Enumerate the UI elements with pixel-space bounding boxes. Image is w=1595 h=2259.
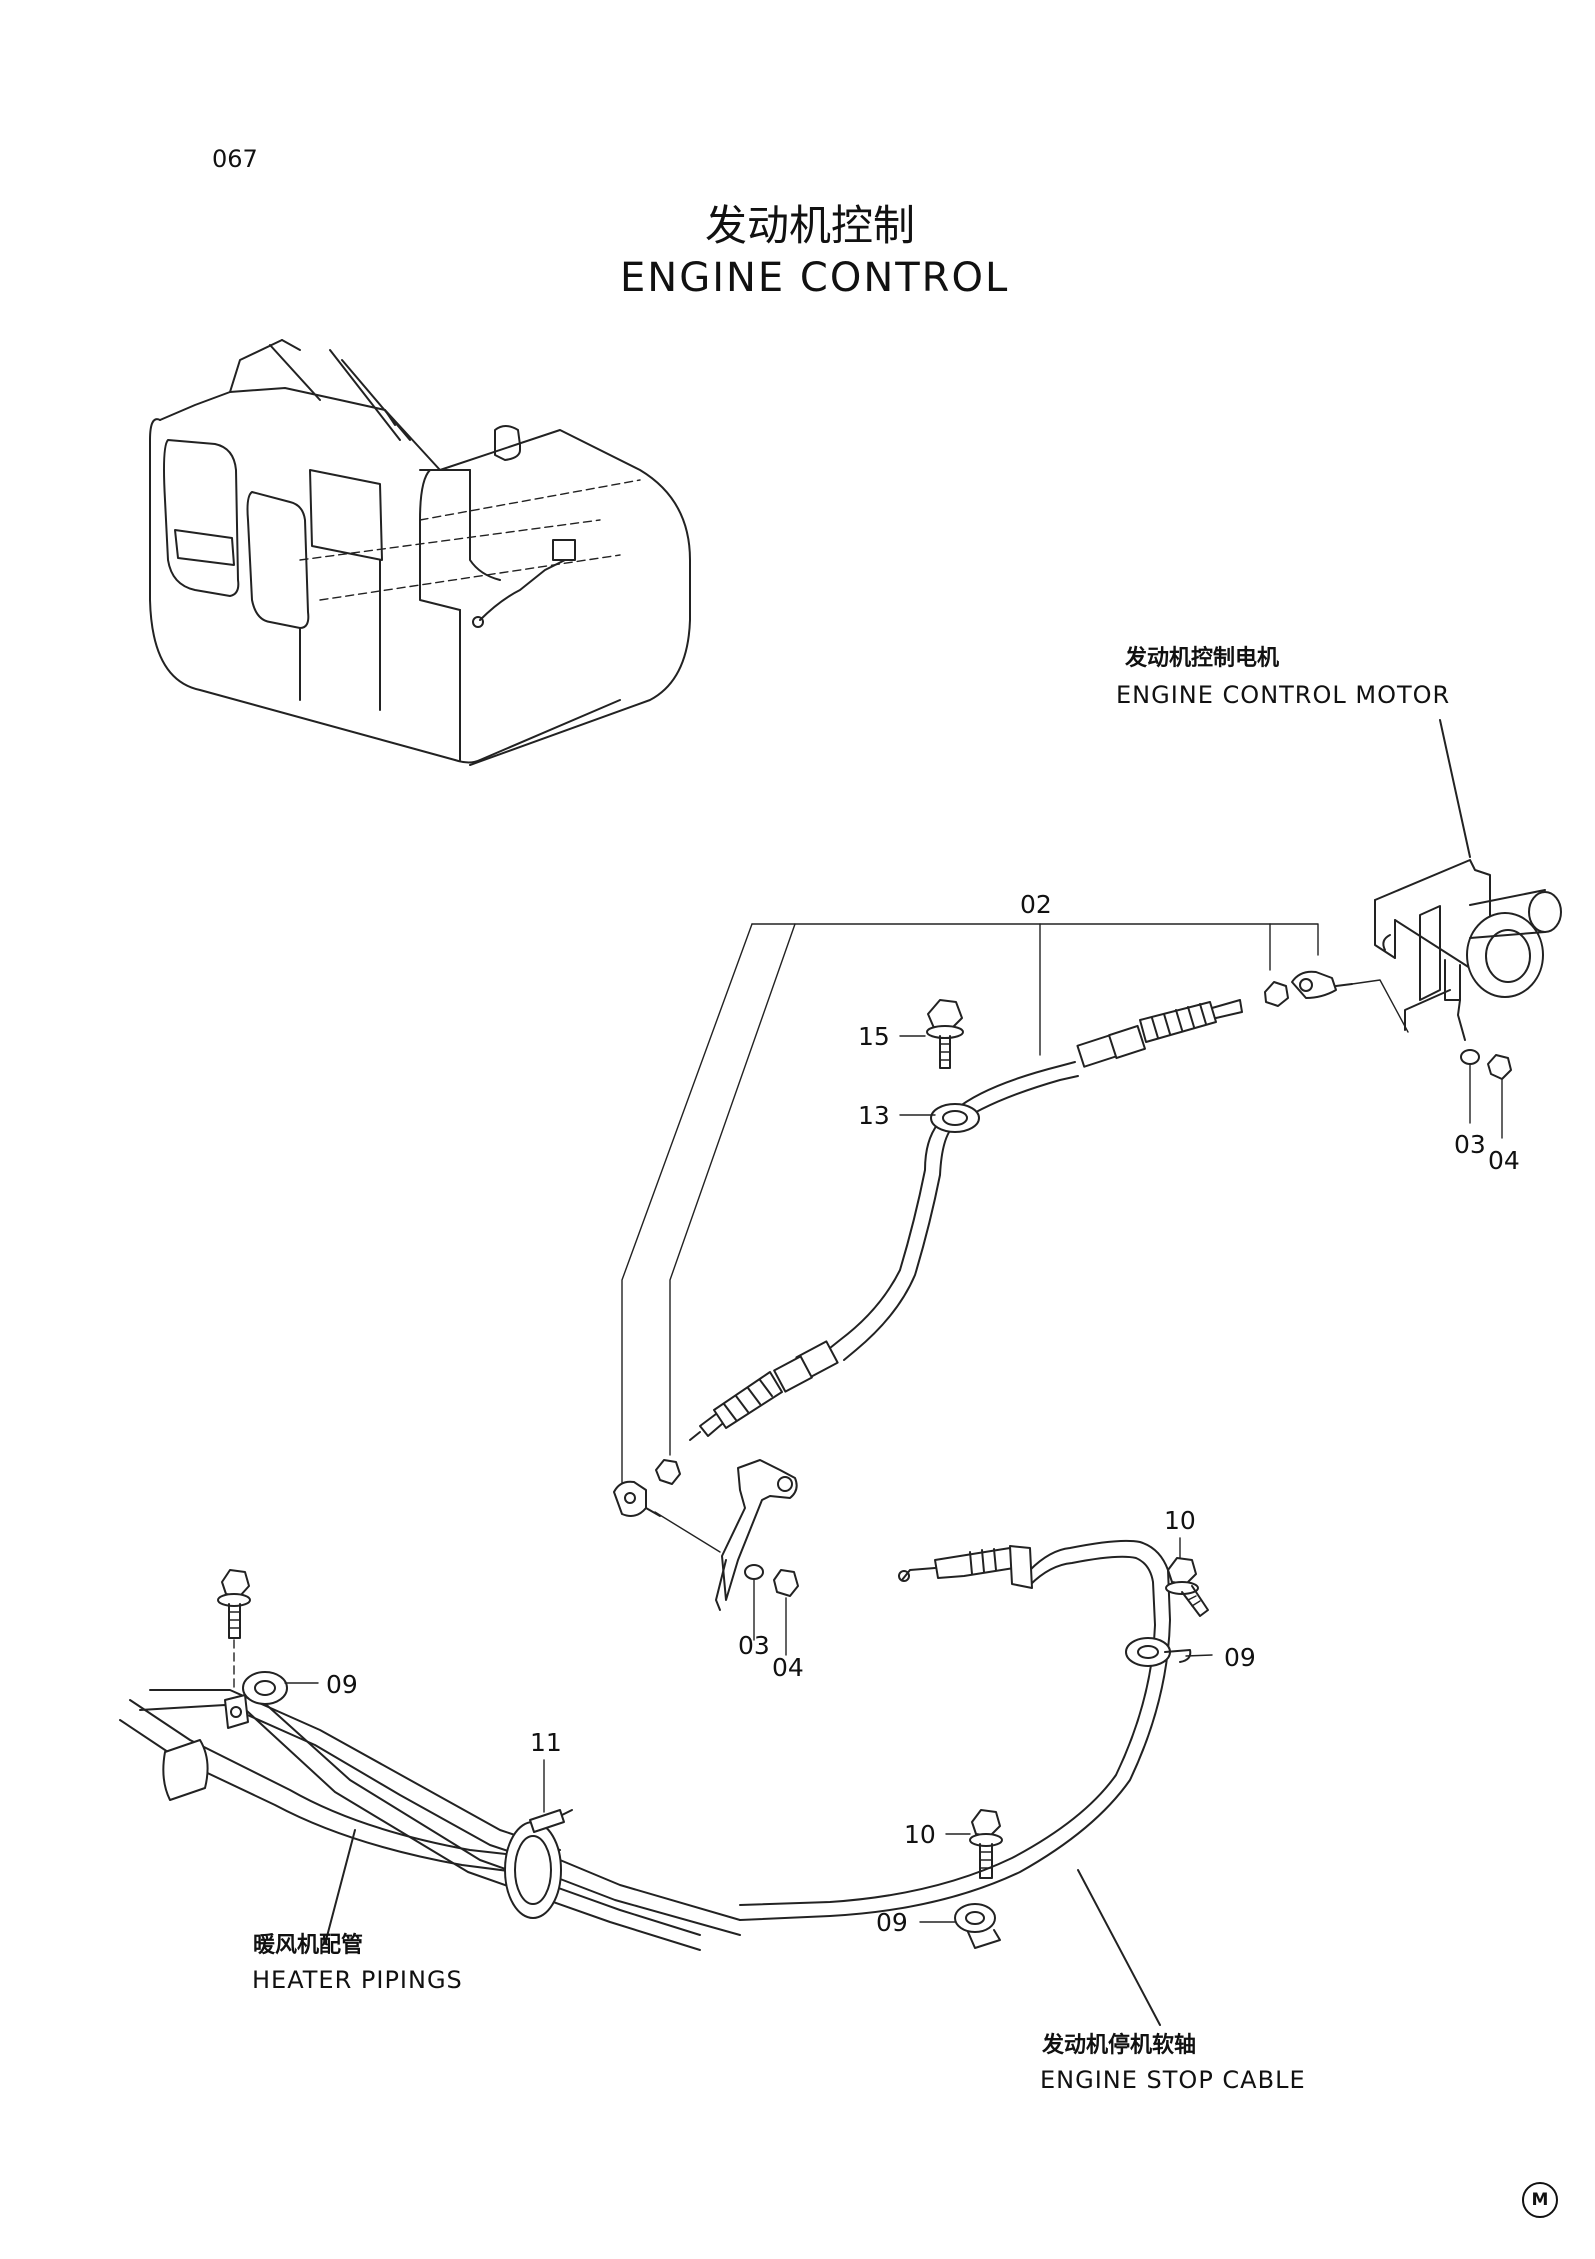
- engine-stop-cable-line: [739, 1539, 1171, 1921]
- callout-04-lever: 04: [772, 1653, 804, 1682]
- callout-09-left: 09: [326, 1670, 358, 1699]
- cable-clamp-13: [930, 1103, 980, 1133]
- heater-pipings: [119, 1689, 741, 1951]
- bolt-10-bottom: [969, 1809, 1003, 1879]
- callout-09-bottom: 09: [876, 1908, 908, 1937]
- callout-15: 15: [858, 1022, 890, 1051]
- callout-04-motor: 04: [1488, 1146, 1520, 1175]
- bolt-left: [217, 1569, 251, 1691]
- washer-03-motor: [1460, 1049, 1480, 1065]
- excavator-overview-illustration: [149, 339, 691, 766]
- page-number: 067: [212, 145, 258, 173]
- lever-rod-end: [613, 1459, 681, 1517]
- clamp-09-right: [1125, 1637, 1192, 1667]
- manufacturer-mark: M: [1522, 2182, 1558, 2218]
- callout-11: 11: [530, 1728, 562, 1757]
- motor-leader-line: [1439, 719, 1471, 858]
- washer-03-lever: [744, 1564, 764, 1580]
- callout-13: 13: [858, 1101, 890, 1130]
- stop-cable-caption-english: ENGINE STOP CABLE: [1040, 2066, 1306, 2094]
- nut-04-lever: [773, 1569, 799, 1597]
- callout-10-bottom: 10: [904, 1820, 936, 1849]
- band-clamp-11: [504, 1809, 573, 1919]
- heater-caption-chinese: 暖风机配管: [253, 1933, 364, 1958]
- callout-03-lever: 03: [738, 1631, 770, 1660]
- clamp-09-bottom: [954, 1903, 1001, 1949]
- bolt-15: [926, 999, 964, 1069]
- stop-cable-leader-line: [1077, 1869, 1161, 2026]
- motor-caption-english: ENGINE CONTROL MOTOR: [1116, 681, 1451, 709]
- bolt-10-top: [1165, 1557, 1209, 1617]
- callout-09-right: 09: [1224, 1643, 1256, 1672]
- lever-bracket: [715, 1459, 798, 1611]
- heater-caption-english: HEATER PIPINGS: [252, 1966, 463, 1994]
- callout-02: 02: [1020, 890, 1052, 919]
- title-chinese: 发动机控制: [705, 201, 916, 250]
- engine-control-cable: [689, 999, 1243, 1441]
- nut-04-motor: [1487, 1054, 1512, 1080]
- clamp-09-left: [224, 1671, 288, 1729]
- motor-caption-chinese: 发动机控制电机: [1125, 646, 1280, 671]
- stop-cable-caption-chinese: 发动机停机软轴: [1042, 2033, 1197, 2058]
- callout-10-top: 10: [1164, 1506, 1196, 1535]
- callout-02-bracket: [621, 923, 1319, 1488]
- heater-leader-line: [324, 1829, 356, 1945]
- callout-03-motor: 03: [1454, 1130, 1486, 1159]
- engine-control-motor: [1374, 859, 1562, 1041]
- title-english: ENGINE CONTROL: [620, 255, 1010, 301]
